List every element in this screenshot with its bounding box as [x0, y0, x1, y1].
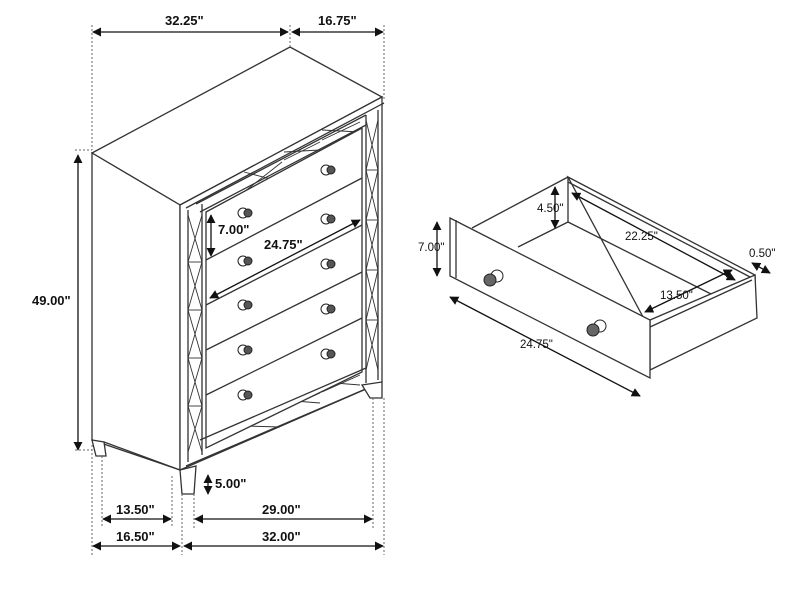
knob-icon — [237, 255, 253, 267]
label-base-width: 32.00" — [262, 529, 301, 544]
knob-icon — [320, 348, 336, 360]
label-side-thickness: 0.50" — [749, 248, 776, 260]
label-drawer-height: 7.00" — [218, 222, 250, 237]
knob-icon — [320, 164, 336, 176]
chest-dimension-lines — [73, 25, 385, 555]
label-leg-height: 5.00" — [215, 476, 247, 491]
chest-illustration — [90, 46, 385, 495]
label-top-width: 32.25" — [165, 13, 204, 28]
knob-icon — [320, 213, 336, 225]
knob-icon — [237, 207, 253, 219]
label-overall-height: 49.00" — [32, 293, 71, 308]
knob-icon — [237, 344, 253, 356]
label-front-width: 24.75" — [520, 339, 553, 351]
knob-icon — [320, 303, 336, 315]
chest-knobs — [237, 164, 336, 401]
label-drawer-width: 24.75" — [264, 237, 303, 252]
knob-icon — [483, 269, 504, 287]
label-top-depth: 16.75" — [318, 13, 357, 28]
label-interior-depth: 4.50" — [537, 203, 564, 215]
knob-icon — [237, 389, 253, 401]
label-interior-length: 22.25" — [625, 231, 658, 243]
knob-icon — [237, 299, 253, 311]
label-front-leg-span: 29.00" — [262, 502, 301, 517]
knob-icon — [320, 258, 336, 270]
label-front-height: 7.00" — [418, 242, 445, 254]
label-base-depth: 16.50" — [116, 529, 155, 544]
label-interior-width: 13.50" — [660, 290, 693, 302]
label-side-leg-span: 13.50" — [116, 502, 155, 517]
drawer-dimension-lines — [432, 186, 771, 397]
